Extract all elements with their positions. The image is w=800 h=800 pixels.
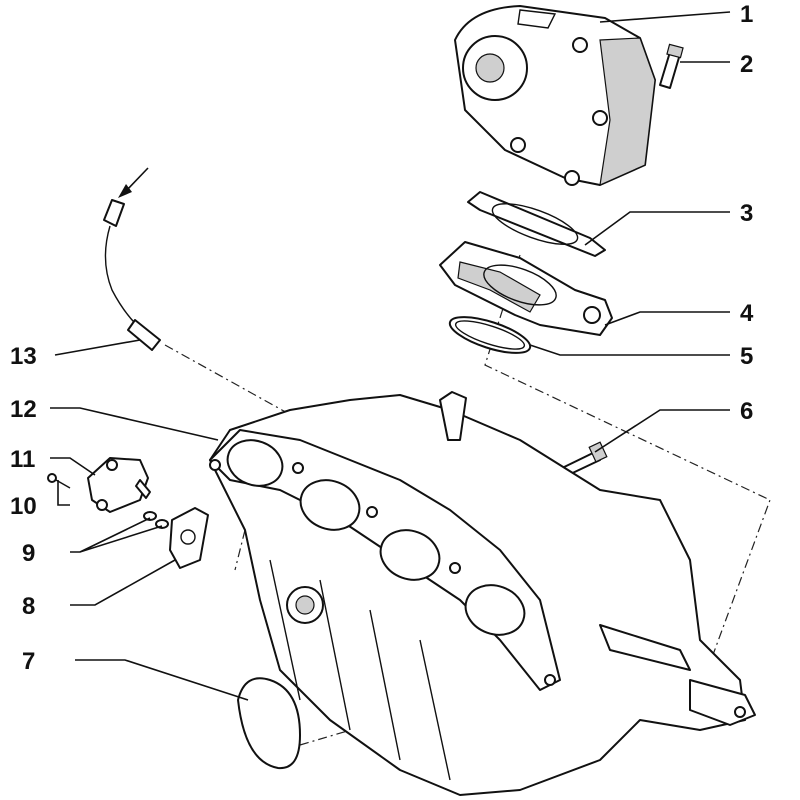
callout-2: 2 — [740, 51, 753, 78]
sensor-11 — [87, 457, 151, 513]
screw-10 — [47, 473, 71, 489]
callout-5: 5 — [740, 343, 753, 370]
callout-9: 9 — [22, 540, 35, 567]
adapter-flange-4 — [439, 241, 613, 336]
callout-12: 12 — [10, 396, 37, 423]
small-o-rings-9 — [143, 511, 169, 529]
callout-1: 1 — [740, 1, 753, 28]
bolt-2 — [659, 43, 684, 89]
callout-10: 10 — [10, 493, 37, 520]
callout-11: 11 — [10, 446, 35, 473]
vacuum-hose-13 — [103, 167, 161, 351]
callout-6: 6 — [740, 398, 753, 425]
o-ring-5 — [448, 316, 532, 354]
leader-lines — [50, 11, 731, 701]
callout-7: 7 — [22, 648, 35, 675]
sensor-gasket-8 — [169, 507, 209, 569]
gasket-3 — [467, 191, 606, 257]
callout-3: 3 — [740, 200, 753, 227]
callout-labels: 1 2 3 4 5 6 7 8 9 10 11 12 13 — [10, 1, 754, 675]
throttle-body — [454, 5, 656, 186]
seal-ring-7 — [237, 677, 301, 770]
callout-8: 8 — [22, 593, 35, 620]
callout-13: 13 — [10, 343, 37, 370]
intake-manifold-12 — [209, 391, 756, 796]
callout-4: 4 — [740, 300, 754, 327]
